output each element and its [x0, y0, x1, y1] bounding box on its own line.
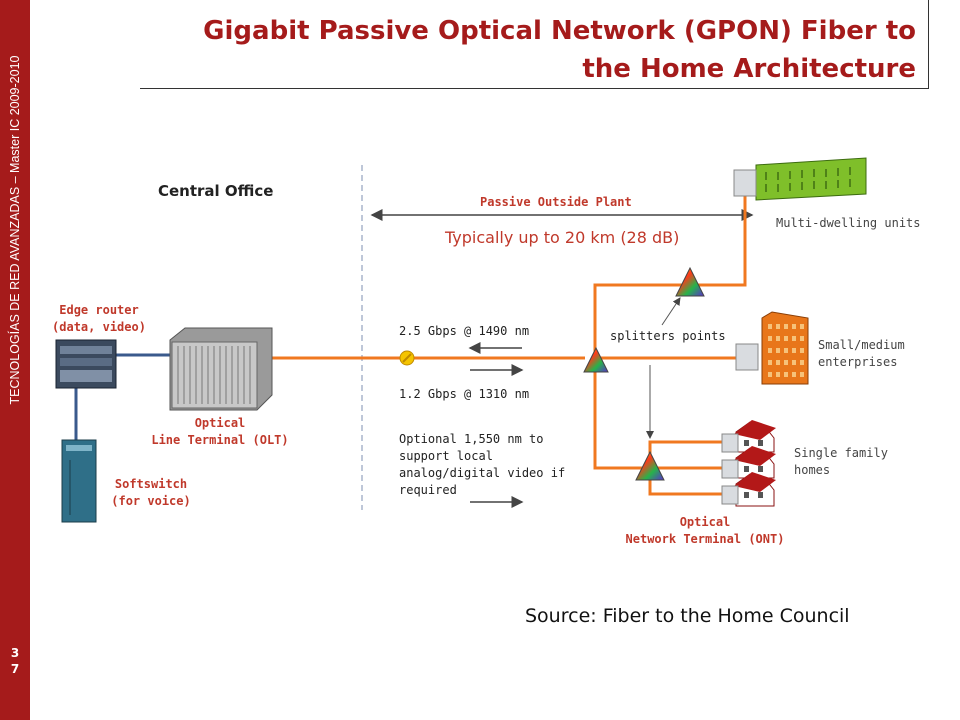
ont-box-icon	[721, 459, 739, 479]
distance-label: Typically up to 20 km (28 dB)	[445, 228, 680, 247]
splitter-icon	[583, 346, 609, 373]
downstream-label: 2.5 Gbps @ 1490 nm	[399, 324, 530, 338]
splitter-icon	[675, 266, 705, 297]
splitter-pointer-arrow	[661, 297, 681, 326]
sidebar: TECNOLOGÍAS DE RED AVANZADAS – Master IC…	[0, 0, 30, 720]
central-office-label: Central Office	[158, 182, 274, 200]
ont-box-icon	[735, 343, 759, 371]
olt-label: Optical Line Terminal (OLT)	[151, 416, 289, 447]
slide-title: Gigabit Passive Optical Network (GPON) F…	[203, 16, 916, 84]
mdu-label: Multi-dwelling units	[776, 216, 921, 230]
splitters-label: splitters points	[610, 329, 726, 343]
ont-box-icon	[733, 169, 757, 197]
house-icon	[734, 446, 776, 479]
page-number-digit: 3	[10, 646, 20, 660]
olt-icon	[169, 327, 273, 411]
optional-video-label: Optional 1,550 nm to support local analo…	[399, 432, 566, 497]
passive-outside-plant-label: Passive Outside Plant	[480, 195, 632, 209]
multi-dwelling-building-icon	[755, 157, 867, 201]
house-icon	[734, 472, 776, 507]
homes-label: Single family homes	[794, 446, 888, 477]
wavelength-connector-icon	[399, 350, 415, 366]
ont-box-icon	[721, 485, 739, 505]
edge-router-icon	[55, 339, 117, 389]
softswitch-label: Softswitch (for voice)	[111, 477, 191, 508]
edge-router-label: Edge router (data, video)	[52, 303, 146, 334]
fiber-lines	[272, 188, 758, 496]
splitter-icon	[635, 450, 665, 481]
enterprise-building-icon	[761, 311, 809, 385]
ont-box-icon	[721, 433, 739, 453]
source-caption: Source: Fiber to the Home Council	[525, 605, 850, 627]
enterprises-label: Small/medium enterprises	[818, 338, 905, 369]
upstream-label: 1.2 Gbps @ 1310 nm	[399, 387, 530, 401]
house-icon	[734, 420, 776, 453]
softswitch-icon	[61, 439, 97, 523]
ont-label: Optical Network Terminal (ONT)	[625, 515, 785, 546]
title-box: Gigabit Passive Optical Network (GPON) F…	[140, 0, 929, 89]
page-number-digit: 7	[10, 662, 20, 676]
